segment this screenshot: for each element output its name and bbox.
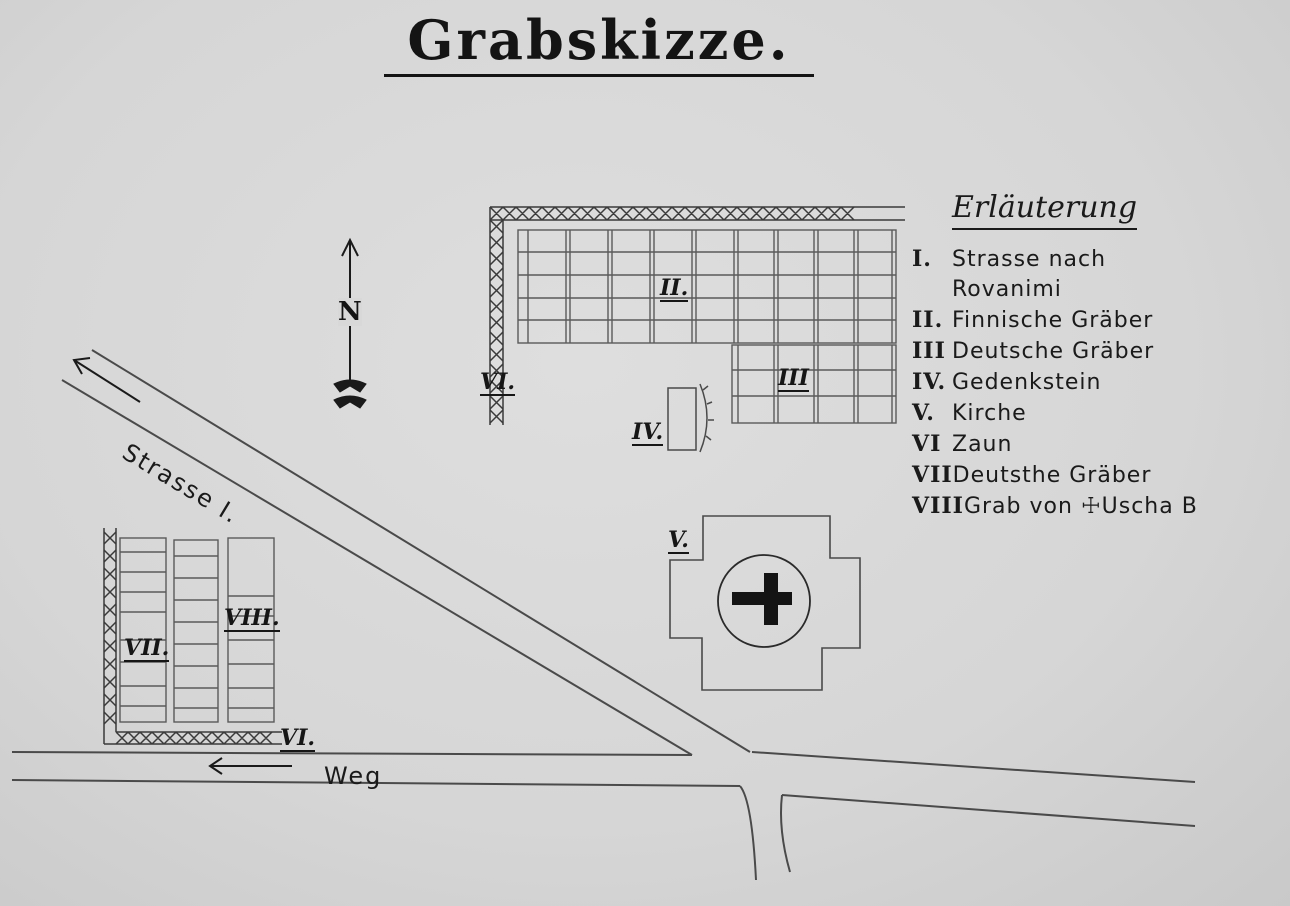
area-label-grave-8: VIII.	[224, 605, 280, 632]
legend-heading: Erläuterung	[952, 190, 1138, 230]
legend: Erläuterung I.Strasse nach Rovanimi II.F…	[912, 190, 1272, 522]
fence-upper	[489, 206, 905, 425]
fence-lower	[103, 528, 282, 745]
area-label-church: V.	[668, 527, 689, 554]
area-label-german-graves-lower: VII.	[124, 635, 170, 662]
legend-item: V.Kirche	[912, 400, 1027, 426]
road-strasse-1	[61, 349, 751, 756]
church	[669, 515, 861, 691]
legend-item: VIIIGrab von ☩Uscha B	[912, 493, 1198, 519]
legend-item: I.Strasse nach	[912, 246, 1107, 272]
legend-item: IV.Gedenkstein	[912, 369, 1102, 395]
area-label-fence-bottom: VI.	[280, 725, 316, 752]
area-label-finnish-graves: II.	[660, 275, 689, 302]
area-label-german-graves: III	[778, 365, 809, 392]
legend-list: I.Strasse nach Rovanimi II.Finnische Grä…	[912, 244, 1272, 522]
grave-field-german-upper	[731, 344, 897, 424]
grave-field-finnish	[517, 229, 897, 344]
road-weg	[11, 751, 1196, 881]
north-label: N	[338, 297, 362, 327]
arrow-strasse-direction	[72, 357, 141, 403]
arrow-weg-direction	[208, 757, 292, 775]
memorial-stone	[667, 383, 714, 453]
legend-item: Rovanimi	[952, 277, 1062, 302]
legend-item: VIIDeutsthe Gräber	[912, 462, 1152, 488]
legend-item: II.Finnische Gräber	[912, 307, 1154, 333]
sketch-title: Grabskizze.	[384, 8, 814, 77]
road-label-weg: Weg	[324, 762, 383, 790]
area-label-fence-top: VI.	[480, 369, 516, 396]
area-label-memorial-stone: IV.	[632, 419, 664, 446]
